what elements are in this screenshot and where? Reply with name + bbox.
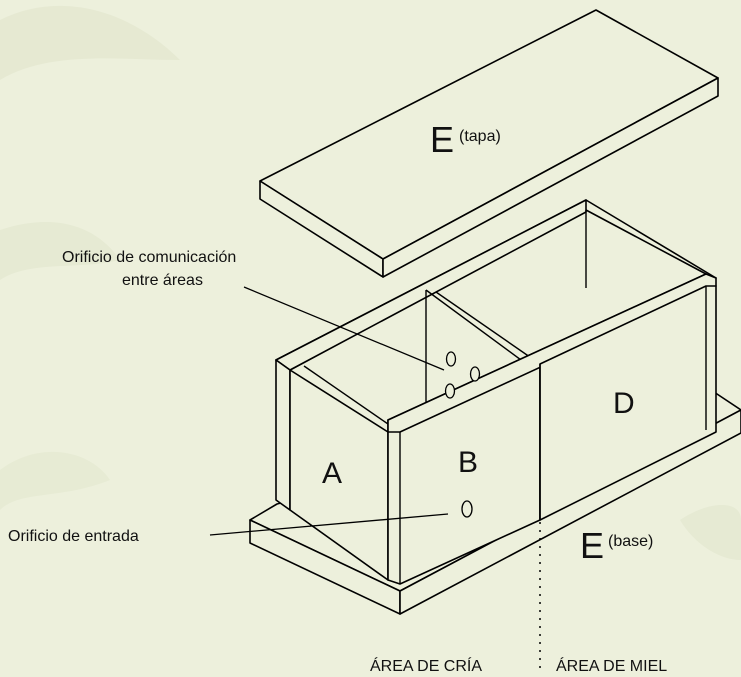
panel-a-outer — [275, 359, 291, 511]
honey-area-label: ÁREA DE MIEL — [556, 656, 667, 675]
comm-hole-leader — [243, 286, 445, 371]
base-letter: E — [580, 525, 604, 566]
panel-a-letter: A — [322, 457, 342, 490]
comm-hole-label-line2: entre áreas — [122, 272, 203, 289]
comm-hole-2 — [469, 366, 481, 382]
lid-side-edge — [382, 77, 719, 278]
inner-left-rim-line — [303, 365, 389, 425]
entrance-hole — [461, 500, 473, 518]
brood-area-label: ÁREA DE CRÍA — [370, 656, 482, 675]
entrance-leader — [209, 513, 449, 536]
base-note: (base) — [608, 533, 653, 550]
comm-hole-3 — [444, 383, 456, 399]
lid-letter: E — [430, 119, 454, 160]
comm-hole-label-line1: Orificio de comunicación — [62, 249, 236, 266]
lid-board — [259, 9, 719, 278]
entrance-hole-label: Orificio de entrada — [8, 528, 139, 545]
panel-d-letter: D — [613, 387, 635, 420]
comm-hole-1 — [445, 351, 457, 367]
panel-b-letter: B — [458, 446, 478, 479]
lid-note: (tapa) — [459, 128, 501, 145]
inner-divider-top-line-2 — [435, 291, 541, 365]
box-body — [275, 199, 717, 585]
